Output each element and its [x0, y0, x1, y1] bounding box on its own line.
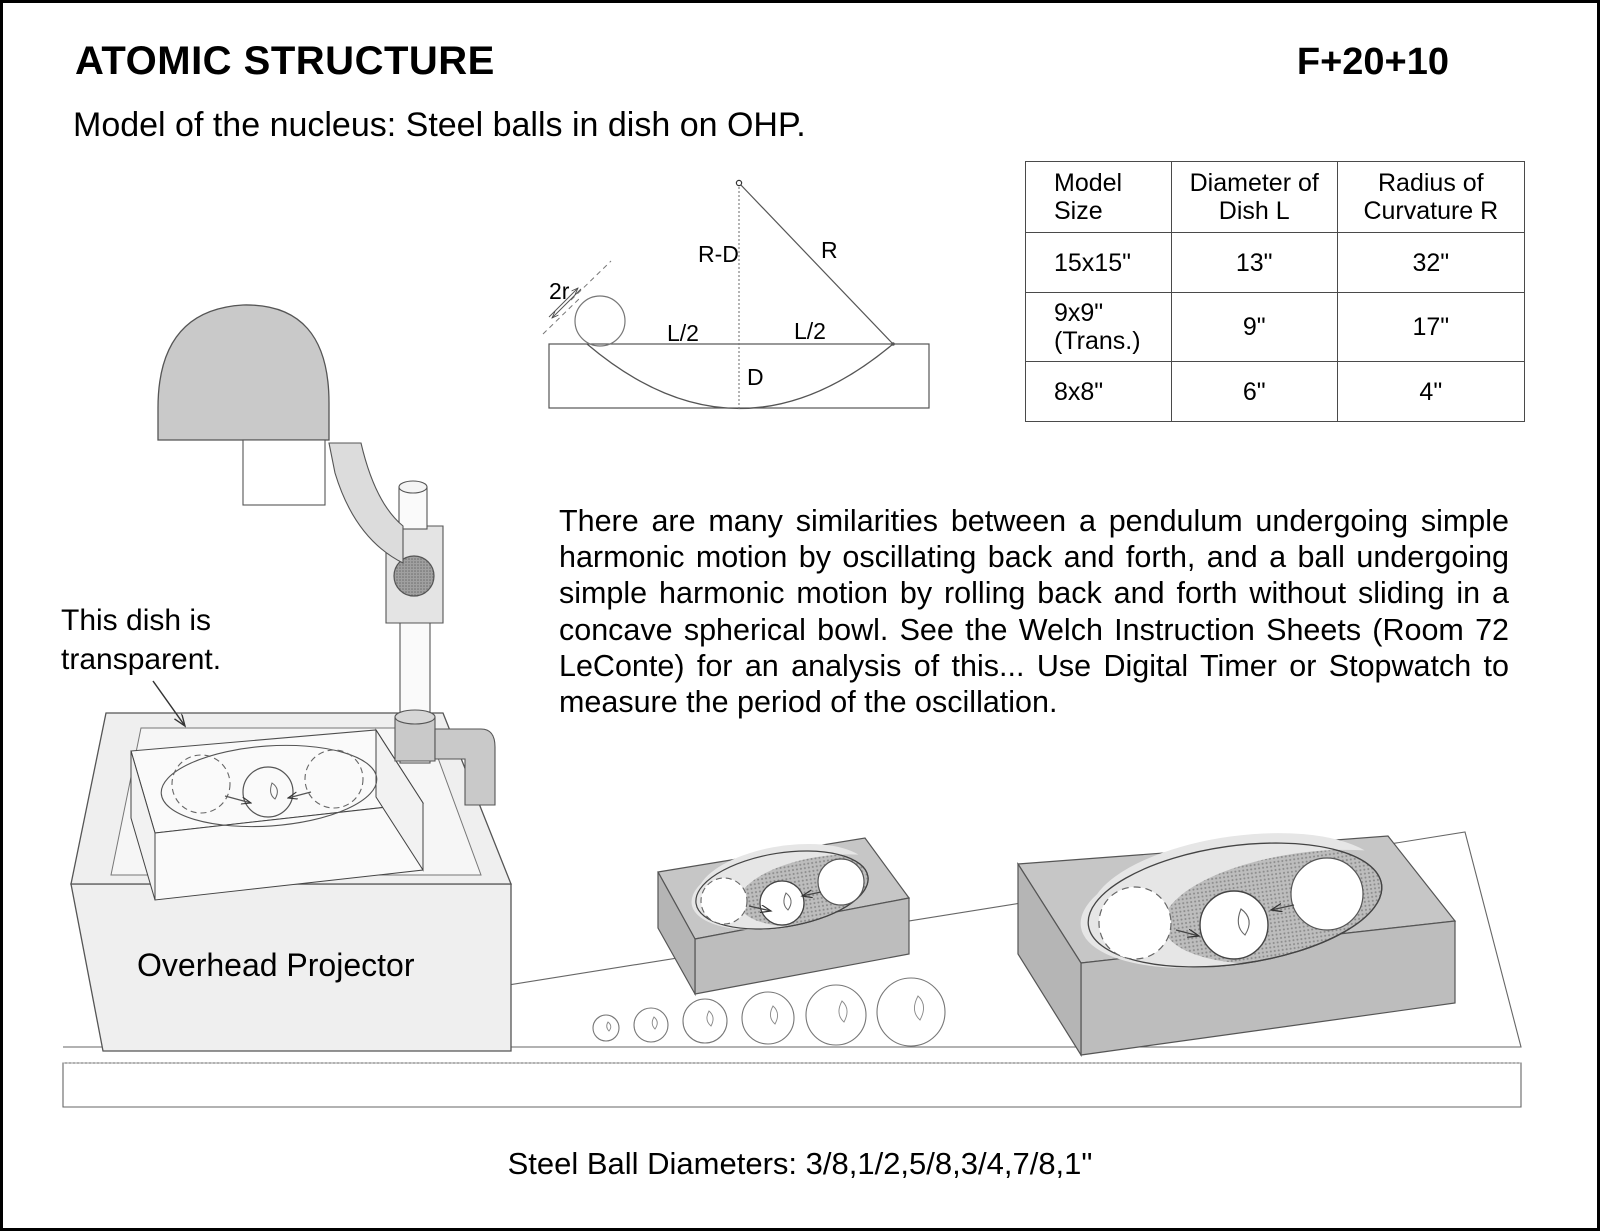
column-header-radius-curvature: Radius of Curvature R [1336, 161, 1526, 233]
cell-dish-diameter: 6" [1170, 361, 1338, 422]
description-text: There are many similarities between a pe… [559, 504, 1509, 720]
steel-ball [682, 998, 728, 1044]
label-half-chord-left: L/2 [667, 320, 699, 346]
illustration-canvas [62, 179, 1522, 1108]
table-row: 8x8" 6" 4" [1025, 361, 1526, 422]
cell-radius-curvature: 17" [1336, 292, 1526, 362]
label-ball-diameter: 2r [549, 278, 570, 304]
cell-dish-diameter: 13" [1170, 232, 1338, 293]
description-paragraph: There are many similarities between a pe… [559, 503, 1509, 720]
table-header-row: Model Size Diameter of Dish L Radius of … [1025, 161, 1526, 233]
cell-radius-curvature: 32" [1336, 232, 1526, 293]
table-row: 15x15" 13" 32" [1025, 232, 1526, 293]
dish-medium [657, 837, 911, 997]
annotation-overhead-projector: Overhead Projector [137, 947, 415, 983]
page-title: ATOMIC STRUCTURE [75, 39, 495, 83]
catalog-code: F+20+10 [1296, 41, 1449, 83]
dish-cross-section-diagram [542, 179, 930, 410]
steel-ball [592, 1014, 620, 1042]
cell-dish-diameter: 9" [1170, 292, 1338, 362]
label-r-minus-d: R-D [698, 241, 739, 267]
dish-large [1016, 833, 1457, 1058]
cell-model-size: 15x15" [1025, 232, 1172, 293]
label-radius: R [821, 237, 838, 263]
cell-radius-curvature: 4" [1336, 361, 1526, 422]
steel-ball [633, 1007, 669, 1043]
label-depth: D [747, 364, 764, 390]
steel-ball-row [592, 977, 946, 1047]
caption-steel-ball-diameters: Steel Ball Diameters: 3/8,1/2,5/8,3/4,7/… [507, 1146, 1093, 1181]
cell-model-size: 9x9"(Trans.) [1025, 292, 1172, 362]
dish-spec-table: Model Size Diameter of Dish L Radius of … [1025, 161, 1526, 422]
steel-ball [741, 991, 795, 1045]
cell-model-size: 8x8" [1025, 361, 1172, 422]
steel-ball [876, 977, 946, 1047]
column-header-model-size: Model Size [1025, 161, 1172, 233]
table-row: 9x9"(Trans.) 9" 17" [1025, 292, 1526, 362]
annotation-transparent-dish: This dish is transparent. [61, 604, 222, 676]
label-half-chord-right: L/2 [794, 318, 826, 344]
overhead-projector [70, 304, 512, 1052]
page-subtitle: Model of the nucleus: Steel balls in dis… [73, 106, 806, 144]
column-header-dish-diameter: Diameter of Dish L [1170, 161, 1338, 233]
steel-ball [805, 984, 867, 1046]
